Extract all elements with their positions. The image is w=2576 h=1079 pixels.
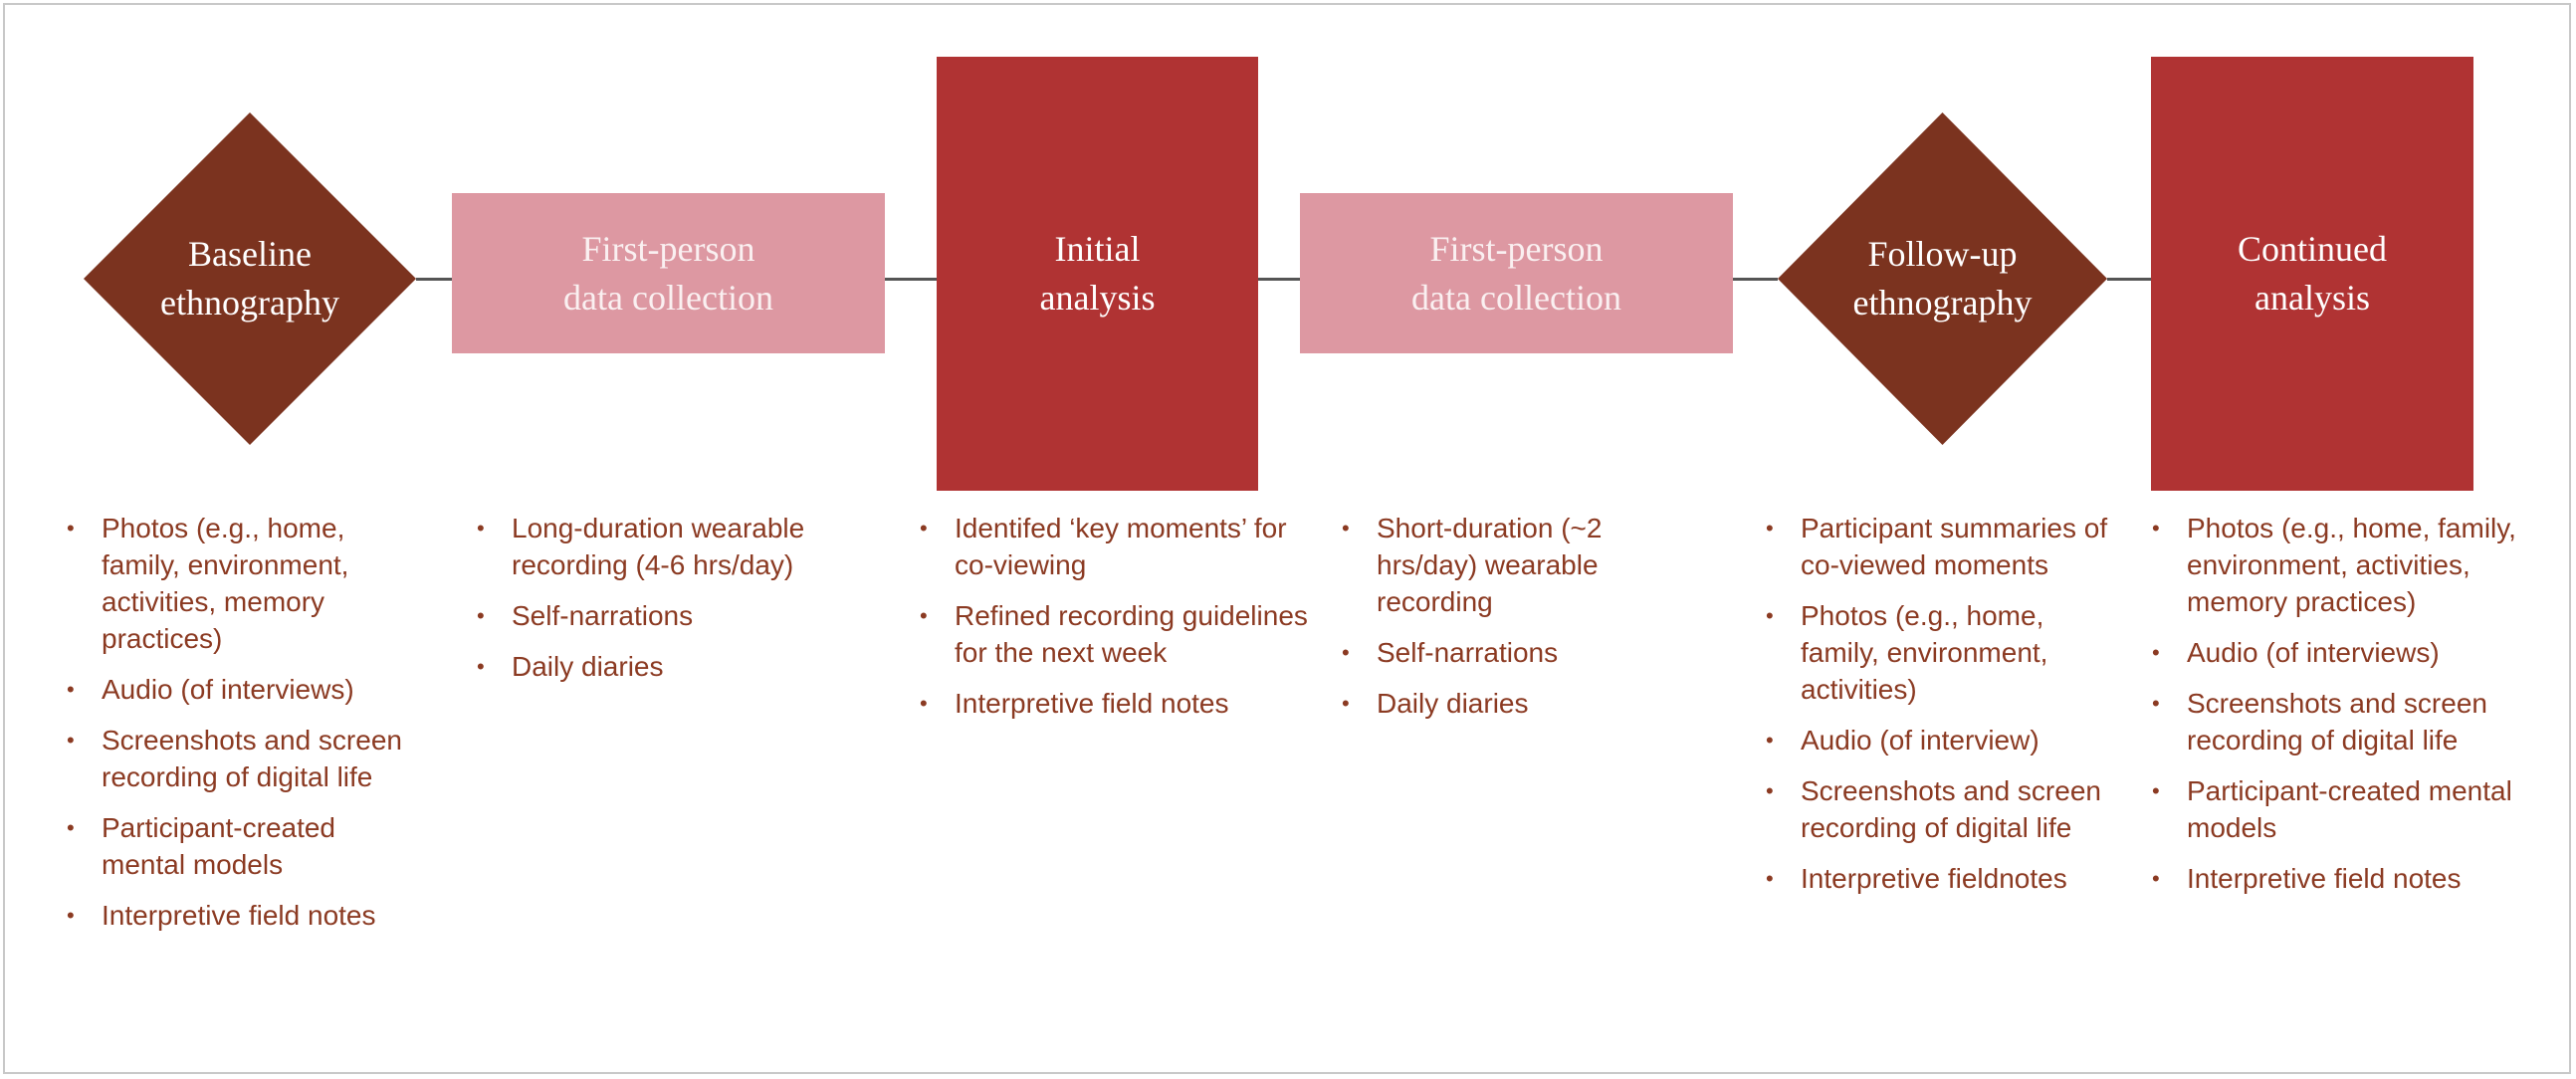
connector-line [2107,278,2151,281]
list-item: Photos (e.g., home, family, environment,… [67,510,425,657]
list-item: Self-narrations [1342,634,1670,671]
list-item: Refined recording guidelines for the nex… [920,597,1308,671]
stage-first-person-data-collection-2: First-person data collection [1300,193,1733,353]
first-person-data-collection-2-list: Short-duration (~2 hrs/day) wearable rec… [1342,510,1670,736]
connector-line [416,278,452,281]
continued-analysis-list: Photos (e.g., home, family, environment,… [2152,510,2520,911]
stage-follow-up-ethnography: Follow-up ethnography [1778,112,2107,445]
connector-line [1733,278,1778,281]
stage-label: Initial analysis [1039,229,1156,318]
stage-first-person-data-collection: First-person data collection [452,193,885,353]
diagram-frame [3,3,2571,1074]
list-item: Self-narrations [477,597,875,634]
stage-label: Continued analysis [2238,229,2387,318]
first-person-data-collection-list: Long-duration wearable recording (4-6 hr… [477,510,875,699]
list-item: Participant summaries of co-viewed momen… [1766,510,2114,583]
connector-line [1258,278,1300,281]
stage-initial-analysis: Initial analysis [937,57,1258,491]
list-item: Photos (e.g., home, family, environment,… [2152,510,2520,620]
stage-label: First-person data collection [1411,228,1621,318]
list-item: Audio (of interview) [1766,722,2114,758]
initial-analysis-list: Identifed ‘key moments’ for co-viewing R… [920,510,1308,736]
list-item: Screenshots and screen recording of digi… [67,722,425,795]
list-item: Interpretive fieldnotes [1766,860,2114,897]
stage-baseline-ethnography: Baseline ethnography [84,112,416,445]
stage-label: First-person data collection [563,228,773,318]
list-item: Long-duration wearable recording (4-6 hr… [477,510,875,583]
list-item: Screenshots and screen recording of digi… [1766,772,2114,846]
list-item: Photos (e.g., home, family, environment,… [1766,597,2114,708]
list-item: Interpretive field notes [67,897,425,934]
list-item: Daily diaries [477,648,875,685]
stage-label: Follow-up ethnography [1852,234,2033,323]
baseline-ethnography-list: Photos (e.g., home, family, environment,… [67,510,425,948]
list-item: Interpretive field notes [920,685,1308,722]
list-item: Identifed ‘key moments’ for co-viewing [920,510,1308,583]
list-item: Audio (of interviews) [67,671,425,708]
list-item: Daily diaries [1342,685,1670,722]
list-item: Audio (of interviews) [2152,634,2520,671]
list-item: Participant-created mental models [67,809,425,883]
list-item: Participant-created mental models [2152,772,2520,846]
list-item: Short-duration (~2 hrs/day) wearable rec… [1342,510,1670,620]
stage-continued-analysis: Continued analysis [2151,57,2473,491]
list-item: Interpretive field notes [2152,860,2520,897]
connector-line [885,278,937,281]
list-item: Screenshots and screen recording of digi… [2152,685,2520,758]
stage-label: Baseline ethnography [160,234,339,323]
follow-up-ethnography-list: Participant summaries of co-viewed momen… [1766,510,2114,911]
